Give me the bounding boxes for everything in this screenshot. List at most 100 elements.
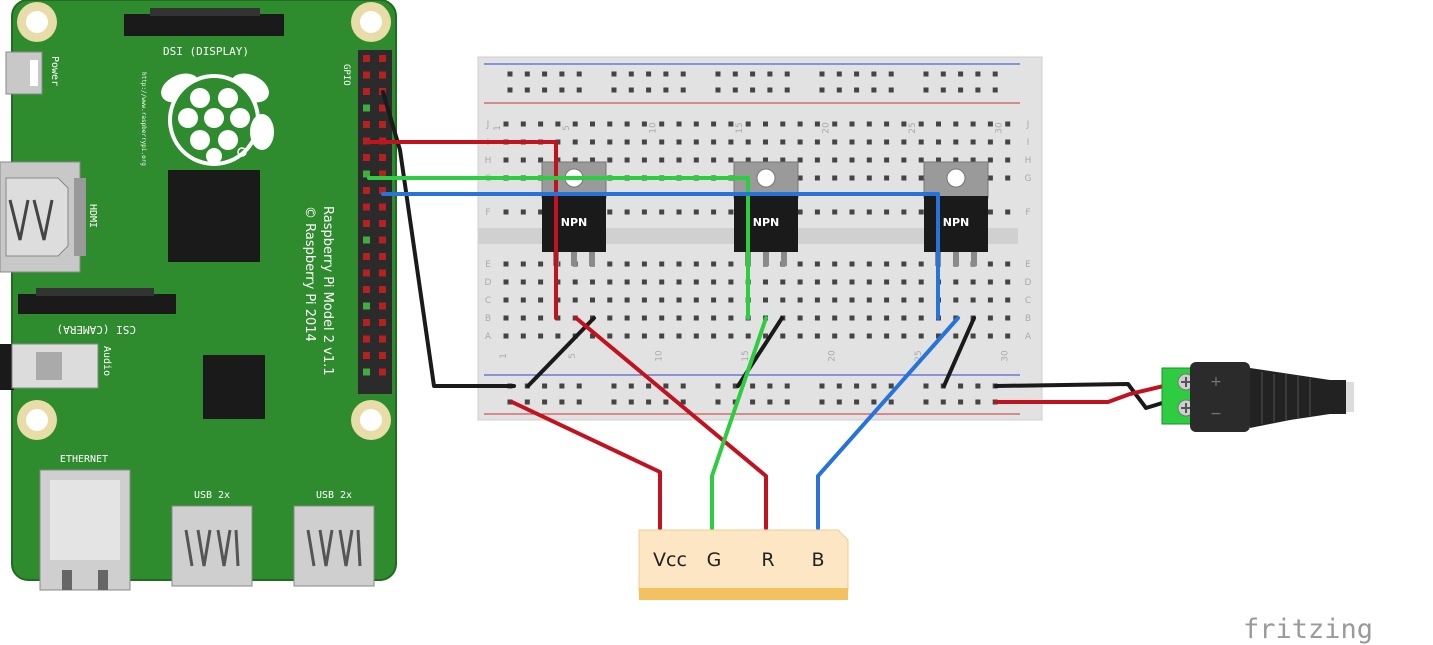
breadboard-hole[interactable]	[970, 297, 976, 303]
breadboard-hole[interactable]	[693, 157, 699, 163]
breadboard-hole[interactable]	[763, 279, 768, 285]
breadboard-hole[interactable]	[715, 383, 721, 389]
breadboard-hole[interactable]	[780, 139, 786, 145]
breadboard-hole[interactable]	[797, 175, 803, 181]
breadboard-hole[interactable]	[854, 71, 860, 77]
breadboard-hole[interactable]	[884, 209, 890, 215]
gpio-pin[interactable]	[363, 236, 370, 244]
breadboard-hole[interactable]	[538, 315, 544, 321]
breadboard-hole[interactable]	[866, 333, 872, 339]
breadboard-hole[interactable]	[728, 209, 734, 215]
breadboard-hole[interactable]	[524, 71, 530, 77]
gpio-pin[interactable]	[363, 335, 370, 343]
breadboard-hole[interactable]	[884, 175, 890, 181]
wire-green-gpio[interactable]	[367, 176, 750, 320]
breadboard-hole[interactable]	[866, 175, 872, 181]
gpio-pin[interactable]	[363, 253, 370, 260]
breadboard-hole[interactable]	[866, 121, 872, 127]
breadboard-hole[interactable]	[836, 71, 842, 77]
breadboard-hole[interactable]	[728, 139, 734, 145]
gpio-pin[interactable]	[379, 203, 386, 211]
breadboard-hole[interactable]	[538, 157, 544, 163]
breadboard-hole[interactable]	[576, 87, 582, 93]
breadboard-hole[interactable]	[676, 297, 682, 303]
breadboard-hole[interactable]	[659, 157, 665, 163]
breadboard-hole[interactable]	[628, 399, 634, 405]
breadboard-hole[interactable]	[923, 71, 929, 77]
breadboard-hole[interactable]	[503, 209, 509, 215]
breadboard-hole[interactable]	[607, 209, 613, 215]
breadboard-hole[interactable]	[732, 71, 738, 77]
breadboard-hole[interactable]	[750, 399, 756, 405]
breadboard-hole[interactable]	[659, 279, 665, 285]
gpio-pin[interactable]	[363, 269, 370, 277]
breadboard-hole[interactable]	[763, 333, 768, 339]
breadboard-hole[interactable]	[607, 297, 613, 303]
wire-black-jumper-1[interactable]	[526, 316, 596, 388]
breadboard-hole[interactable]	[576, 383, 582, 389]
breadboard-hole[interactable]	[970, 279, 976, 285]
breadboard-hole[interactable]	[901, 279, 907, 285]
breadboard-hole[interactable]	[728, 315, 734, 321]
breadboard-hole[interactable]	[711, 139, 717, 145]
breadboard-hole[interactable]	[728, 333, 734, 339]
breadboard-hole[interactable]	[646, 71, 652, 77]
breadboard-hole[interactable]	[866, 261, 872, 267]
breadboard-hole[interactable]	[953, 333, 959, 339]
breadboard-hole[interactable]	[1005, 279, 1011, 285]
breadboard-hole[interactable]	[923, 399, 929, 405]
breadboard-hole[interactable]	[542, 383, 548, 389]
breadboard-hole[interactable]	[958, 383, 964, 389]
breadboard-hole[interactable]	[918, 297, 924, 303]
wire-red-vcc[interactable]	[510, 400, 662, 530]
breadboard-hole[interactable]	[559, 383, 565, 389]
breadboard-hole[interactable]	[814, 297, 820, 303]
breadboard-hole[interactable]	[918, 175, 924, 181]
breadboard-hole[interactable]	[987, 279, 993, 285]
breadboard-hole[interactable]	[559, 87, 565, 93]
breadboard-hole[interactable]	[970, 333, 976, 339]
gpio-pin[interactable]	[379, 368, 386, 376]
breadboard-hole[interactable]	[953, 279, 959, 285]
breadboard-hole[interactable]	[693, 261, 699, 267]
breadboard-hole[interactable]	[624, 121, 630, 127]
breadboard-hole[interactable]	[767, 399, 773, 405]
breadboard-hole[interactable]	[676, 139, 682, 145]
breadboard-hole[interactable]	[676, 315, 682, 321]
breadboard-hole[interactable]	[849, 279, 855, 285]
gpio-pin[interactable]	[363, 154, 370, 161]
breadboard-hole[interactable]	[680, 87, 686, 93]
breadboard-hole[interactable]	[646, 383, 652, 389]
breadboard-hole[interactable]	[940, 87, 946, 93]
breadboard-hole[interactable]	[784, 383, 790, 389]
breadboard-hole[interactable]	[763, 297, 768, 303]
breadboard-hole[interactable]	[819, 87, 825, 93]
breadboard-hole[interactable]	[624, 139, 630, 145]
breadboard-hole[interactable]	[866, 315, 872, 321]
breadboard-hole[interactable]	[832, 209, 838, 215]
breadboard-hole[interactable]	[590, 139, 595, 145]
breadboard-hole[interactable]	[987, 175, 993, 181]
gpio-pin[interactable]	[363, 104, 370, 112]
breadboard-hole[interactable]	[797, 333, 803, 339]
breadboard-hole[interactable]	[611, 399, 617, 405]
breadboard-hole[interactable]	[624, 261, 630, 267]
breadboard-hole[interactable]	[750, 87, 756, 93]
gpio-pin[interactable]	[363, 220, 370, 227]
breadboard-hole[interactable]	[884, 157, 890, 163]
breadboard-hole[interactable]	[745, 139, 751, 145]
breadboard-hole[interactable]	[538, 279, 544, 285]
breadboard-hole[interactable]	[663, 87, 669, 93]
gpio-pin[interactable]	[379, 253, 386, 260]
breadboard-hole[interactable]	[542, 71, 548, 77]
breadboard-hole[interactable]	[970, 121, 976, 127]
gpio-pin[interactable]	[363, 368, 370, 376]
breadboard-hole[interactable]	[1005, 333, 1011, 339]
breadboard-hole[interactable]	[936, 121, 941, 127]
breadboard-hole[interactable]	[1005, 261, 1011, 267]
breadboard-hole[interactable]	[849, 139, 855, 145]
breadboard-hole[interactable]	[832, 139, 838, 145]
breadboard-hole[interactable]	[680, 71, 686, 77]
breadboard-hole[interactable]	[866, 297, 872, 303]
breadboard-hole[interactable]	[693, 139, 699, 145]
